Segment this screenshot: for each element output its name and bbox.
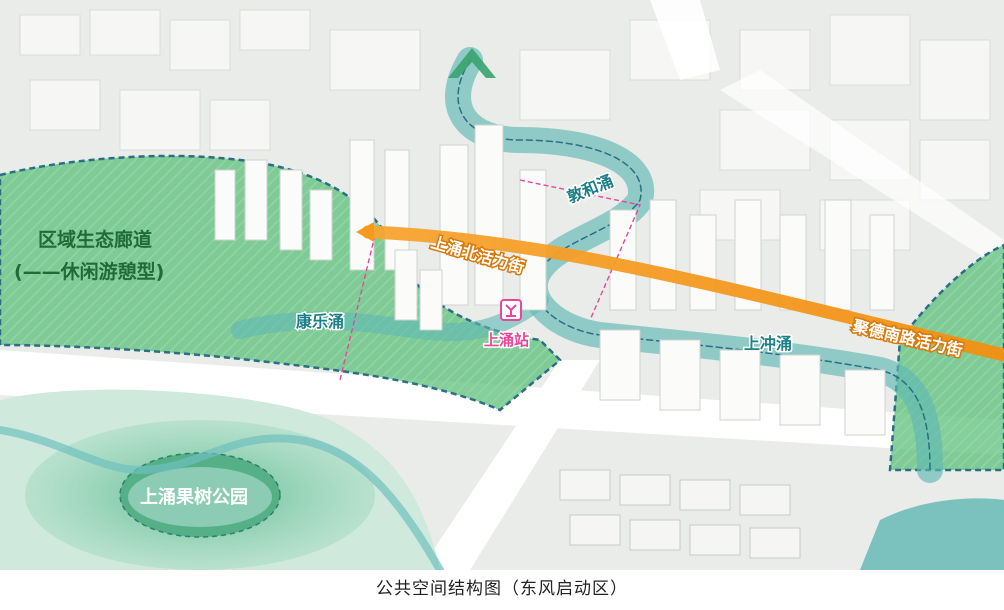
vitality-streets xyxy=(356,222,1004,362)
corridor-label-line1: 区域生态廊道 xyxy=(38,228,152,251)
site-boundary xyxy=(339,179,641,381)
street-arrow-icon xyxy=(356,222,374,242)
fruit-tree-park xyxy=(0,389,440,570)
lake xyxy=(860,498,1004,570)
figure-caption: 公共空间结构图（东风启动区） xyxy=(376,579,628,599)
shangchong-river-label: 上冲涌 xyxy=(744,334,792,353)
corridor-label-line2: (——休闲游憩型) xyxy=(14,260,164,283)
metro-station-icon xyxy=(500,299,522,321)
city-blocks xyxy=(19,9,991,251)
vitality-street-band xyxy=(361,225,1004,362)
kangle-river-label: 康乐涌 xyxy=(296,312,344,331)
public-space-structure-map: 区域生态廊道 (——休闲游憩型) 康乐涌 敦和涌 上冲涌 上涌北活力街 聚德南路… xyxy=(0,0,1004,570)
north-arrow-icon xyxy=(448,48,496,78)
station-label: 上涌站 xyxy=(484,331,529,349)
high-rise-towers xyxy=(214,124,895,436)
low-rise-blocks xyxy=(559,469,801,559)
park-label: 上涌果树公园 xyxy=(140,486,248,508)
